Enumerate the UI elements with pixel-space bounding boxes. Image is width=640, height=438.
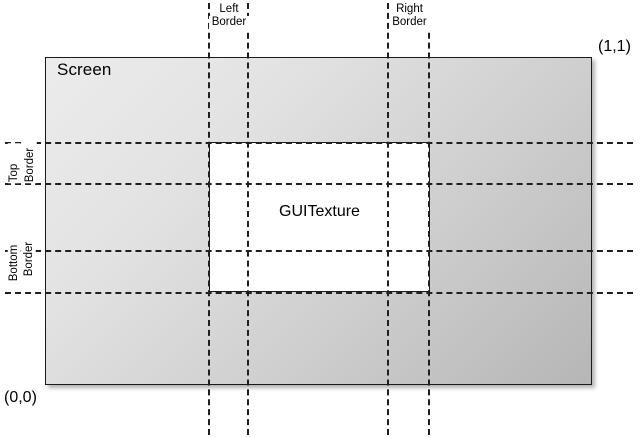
guide-line-horizontal-top-border xyxy=(5,183,633,185)
bottom-border-label-line2: Border xyxy=(22,233,36,278)
guide-line-vertical-left-border xyxy=(247,3,249,435)
guitexture-rectangle xyxy=(209,142,430,292)
corner-label-origin: (0,0) xyxy=(4,389,37,406)
right-border-label-line1: Right xyxy=(389,3,430,16)
guitexture-label: GUITexture xyxy=(279,203,360,220)
bottom-border-label-line1: Bottom xyxy=(7,230,21,283)
corner-label-max: (1,1) xyxy=(598,38,631,55)
top-border-label-line2: Border xyxy=(23,139,37,184)
guide-line-vertical-texture-left xyxy=(208,3,210,435)
guide-line-horizontal-texture-top xyxy=(5,142,633,144)
screen-label: Screen xyxy=(57,60,112,79)
right-border-label-line2: Border xyxy=(389,16,430,29)
top-border-label-line1: Top xyxy=(7,143,21,184)
guide-line-vertical-texture-right xyxy=(428,3,430,435)
guide-line-vertical-right-border xyxy=(387,3,389,435)
guide-line-horizontal-texture-bottom xyxy=(5,292,633,294)
left-border-label-line1: Left xyxy=(211,3,247,16)
left-border-label-line2: Border xyxy=(209,16,249,29)
guide-line-horizontal-bottom-border xyxy=(5,250,633,252)
